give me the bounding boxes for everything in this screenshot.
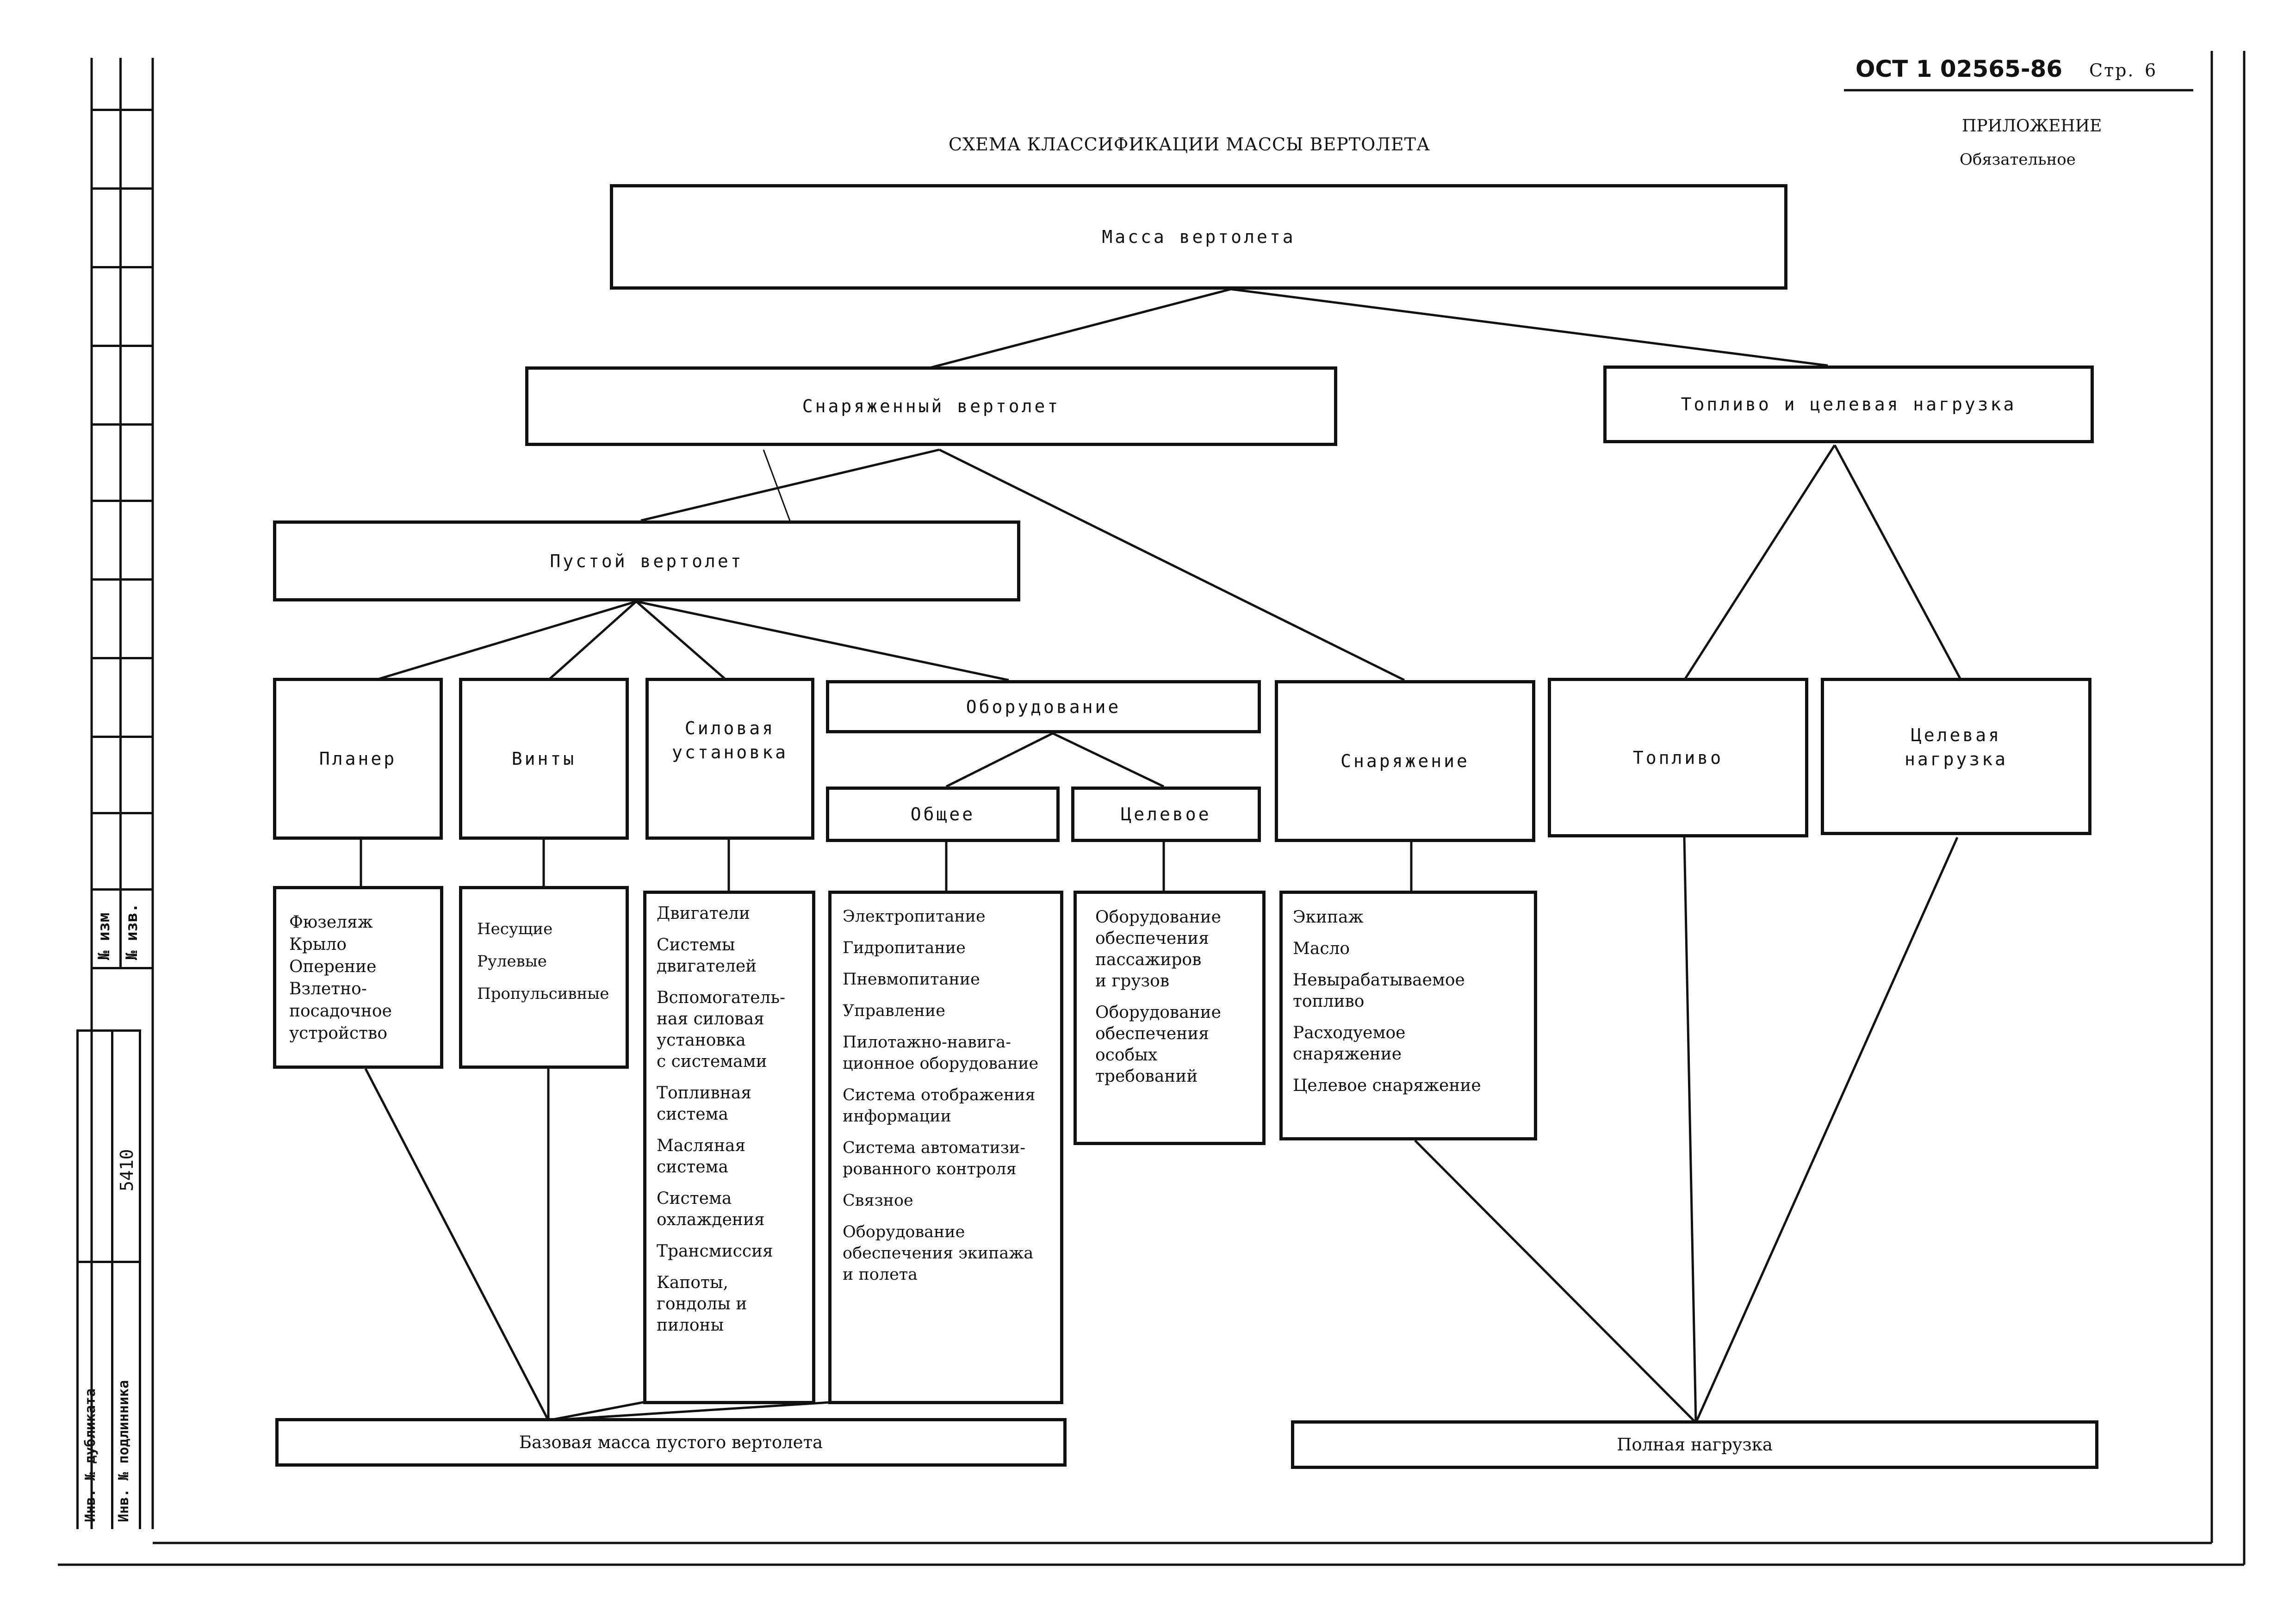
list-item: Связное <box>843 1191 913 1210</box>
node-helicopter-mass: Масса вертолета <box>610 184 1787 290</box>
list-item: Несущие <box>477 920 553 938</box>
node-fuel-and-payload: Топливо и целевая нагрузка <box>1603 365 2094 443</box>
list-item: Пилотажно-навига- ционное оборудование <box>843 1033 1039 1073</box>
list-item: Взлетно- посадочное устройство <box>289 979 392 1043</box>
list-item: Экипаж <box>1293 908 1364 927</box>
list-item: Пропульсивные <box>477 985 609 1003</box>
sidebar-inv-number: 5410 <box>117 1149 137 1191</box>
list-item: Масло <box>1293 939 1350 958</box>
list-item: Система автоматизи- рованного контроля <box>843 1139 1026 1178</box>
list-rotors: Несущие Рулевые Пропульсивные <box>459 886 629 1069</box>
sidebar-no-izv: № изв. <box>123 903 141 960</box>
node-fuel: Топливо <box>1548 678 1808 837</box>
list-item: Расходуемое снаряжение <box>1293 1023 1406 1064</box>
list-item: Целевое снаряжение <box>1293 1076 1481 1095</box>
node-airframe: Планер <box>273 678 443 840</box>
list-item: Топливная система <box>657 1084 751 1124</box>
sidebar-inv-original: Инв. № подлинника <box>116 1380 132 1522</box>
list-item: Оперение <box>289 957 377 976</box>
list-item: Система охлаждения <box>657 1189 765 1229</box>
list-item: Электропитание <box>843 907 986 926</box>
list-item: Капоты, гондолы и пилоны <box>657 1273 747 1335</box>
node-general: Общее <box>826 787 1060 842</box>
node-outfit: Снаряжение <box>1275 680 1535 842</box>
list-item: Пневмопитание <box>843 970 980 989</box>
list-airframe: Фюзеляж Крыло Оперение Взлетно- посадочн… <box>273 886 443 1069</box>
list-outfit: Экипаж Масло Невырабатываемое топливо Ра… <box>1279 891 1537 1140</box>
appendix-label: ПРИЛОЖЕНИЕ <box>1962 117 2102 136</box>
diagram-title: СХЕМА КЛАССИФИКАЦИИ МАССЫ ВЕРТОЛЕТА <box>949 134 1430 155</box>
node-payload: Целевая нагрузка <box>1821 678 2091 835</box>
list-general: Электропитание Гидропитание Пневмопитани… <box>828 891 1063 1404</box>
node-equipped-helicopter: Снаряженный вертолет <box>525 366 1337 446</box>
list-item: Невырабатываемое топливо <box>1293 971 1465 1011</box>
node-target: Целевое <box>1071 787 1261 842</box>
node-equipment: Оборудование <box>826 680 1261 733</box>
node-powerplant: Силовая установка <box>645 678 814 840</box>
list-item: Оборудование обеспечения пассажиров и гр… <box>1095 908 1221 991</box>
node-empty-helicopter: Пустой вертолет <box>273 520 1020 601</box>
list-item: Системы двигателей <box>657 935 757 976</box>
list-item: Фюзеляж <box>289 913 373 932</box>
list-item: Масляная система <box>657 1136 746 1177</box>
node-base-mass: Базовая масса пустого вертолета <box>275 1418 1067 1467</box>
sidebar-inv-duplicate: Инв. № дубликата <box>82 1388 99 1522</box>
list-item: Оборудование обеспечения экипажа и полет… <box>843 1223 1034 1284</box>
list-item: Управление <box>843 1002 945 1020</box>
list-item: Двигатели <box>657 904 750 923</box>
list-item: Трансмиссия <box>657 1242 773 1261</box>
sidebar-no-izm: № изм <box>95 912 113 960</box>
list-item: Гидропитание <box>843 939 966 957</box>
list-item: Система отображения информации <box>843 1086 1036 1126</box>
list-powerplant: Двигатели Системы двигателей Вспомогател… <box>643 891 815 1404</box>
page-number: 6 <box>2145 60 2156 81</box>
node-full-load: Полная нагрузка <box>1291 1420 2098 1469</box>
page-label: Стр. <box>2089 60 2135 81</box>
list-item: Рулевые <box>477 952 547 971</box>
list-item: Вспомогатель- ная силовая установка с си… <box>657 988 786 1071</box>
appendix-status: Обязательное <box>1960 150 2076 169</box>
list-item: Оборудование обеспечения особых требован… <box>1095 1003 1221 1086</box>
doc-code: ОСТ 1 02565-86 <box>1855 56 2063 82</box>
node-rotors: Винты <box>459 678 629 840</box>
list-target: Оборудование обеспечения пассажиров и гр… <box>1074 891 1266 1145</box>
list-item: Крыло <box>289 935 347 954</box>
